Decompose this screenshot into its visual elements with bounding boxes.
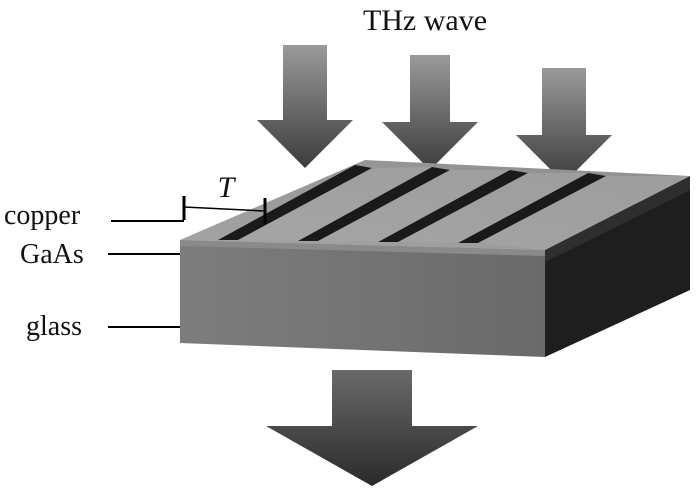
copper-strip	[398, 173, 588, 243]
transmitted-arrow	[266, 370, 478, 486]
grating-slot-3	[378, 170, 528, 242]
copper-label: copper	[4, 200, 81, 231]
grating-slot-4	[458, 173, 606, 243]
incident-arrow-2	[382, 55, 478, 170]
glass-label: glass	[26, 311, 82, 342]
gaas-label: GaAs	[20, 239, 84, 270]
incident-arrow-3	[516, 68, 612, 183]
gaas-front-band	[180, 240, 545, 256]
thz-wave-label: THz wave	[363, 4, 487, 37]
gaas-side-band	[545, 176, 690, 262]
incident-arrow-1	[257, 45, 353, 168]
period-label: T	[218, 171, 237, 204]
glass-front-face	[180, 240, 545, 357]
copper-strip	[238, 167, 432, 241]
copper-strip	[478, 176, 690, 250]
copper-strip	[318, 170, 510, 242]
grating	[218, 165, 690, 250]
period-marker	[182, 196, 267, 224]
grating-slot-1	[218, 165, 372, 240]
slab-side-face	[545, 176, 690, 357]
grating-slot-2	[298, 167, 450, 241]
